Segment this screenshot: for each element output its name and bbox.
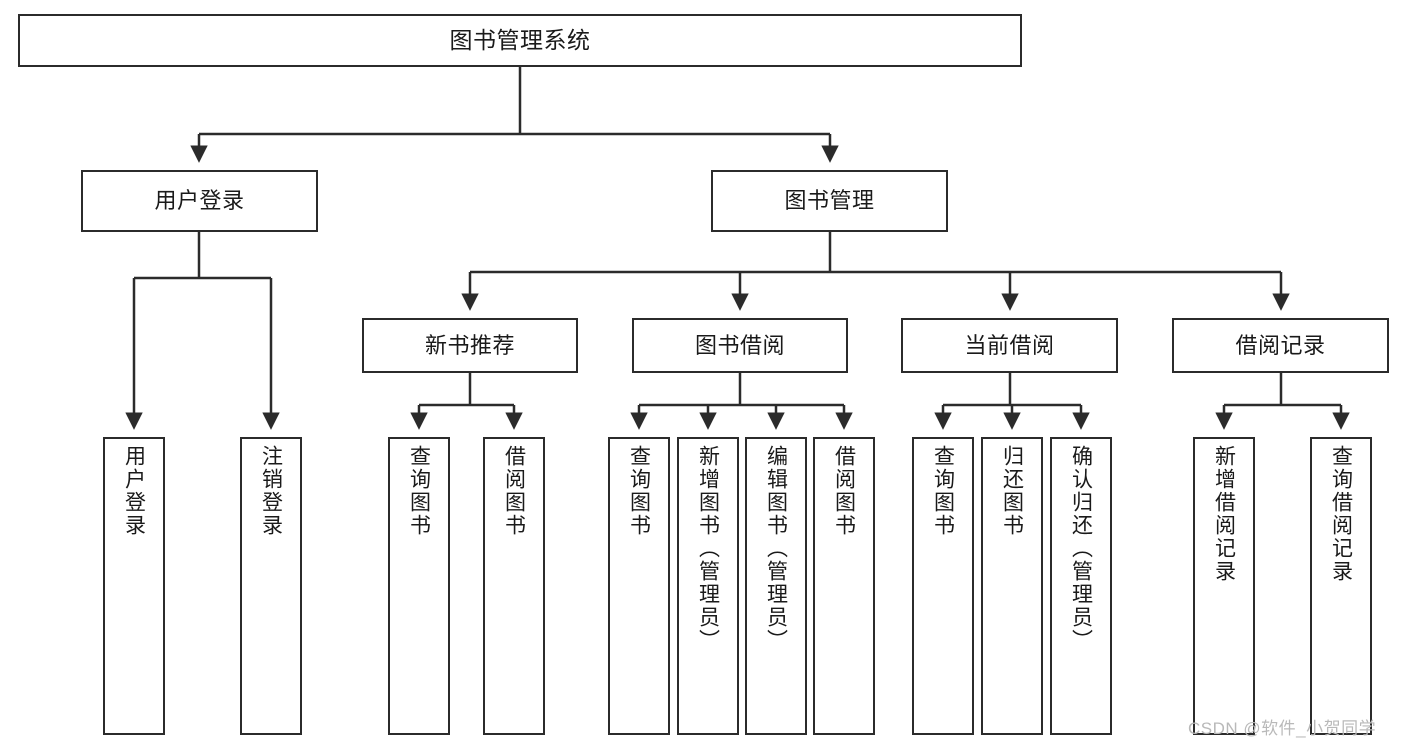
node-label: 新增图书（管理员） [696, 445, 720, 652]
node-leaf-query-book-3[interactable]: 查询图书 [912, 437, 974, 735]
node-leaf-confirm-return[interactable]: 确认归还（管理员） [1050, 437, 1112, 735]
node-book-borrow[interactable]: 图书借阅 [632, 318, 848, 373]
node-label: 借阅图书 [502, 445, 526, 537]
node-label: 查询借阅记录 [1329, 445, 1353, 583]
node-label: 用户登录 [122, 445, 146, 537]
node-leaf-borrow-book-1[interactable]: 借阅图书 [483, 437, 545, 735]
watermark-text: CSDN @软件_小贺同学 [1188, 719, 1377, 738]
node-label: 用户登录 [154, 188, 245, 214]
node-leaf-add-book[interactable]: 新增图书（管理员） [677, 437, 739, 735]
node-leaf-borrow-book-2[interactable]: 借阅图书 [813, 437, 875, 735]
node-leaf-user-login[interactable]: 用户登录 [103, 437, 165, 735]
node-label: 借阅图书 [832, 445, 856, 537]
node-label: 新增借阅记录 [1212, 445, 1236, 583]
node-label: 归还图书 [1000, 445, 1024, 537]
node-label: 确认归还（管理员） [1069, 445, 1093, 652]
node-root-system[interactable]: 图书管理系统 [18, 14, 1022, 67]
node-new-book-recommend[interactable]: 新书推荐 [362, 318, 578, 373]
node-leaf-query-book-1[interactable]: 查询图书 [388, 437, 450, 735]
node-label: 查询图书 [931, 445, 955, 537]
node-label: 当前借阅 [964, 332, 1055, 358]
node-label: 注销登录 [259, 445, 283, 537]
node-label: 图书管理 [784, 188, 875, 214]
node-label: 图书借阅 [694, 332, 785, 358]
node-current-borrow[interactable]: 当前借阅 [901, 318, 1118, 373]
node-leaf-query-book-2[interactable]: 查询图书 [608, 437, 670, 735]
node-label: 查询图书 [627, 445, 651, 537]
node-user-login[interactable]: 用户登录 [81, 170, 318, 232]
node-label: 新书推荐 [424, 332, 515, 358]
node-label: 查询图书 [407, 445, 431, 537]
node-label: 编辑图书（管理员） [764, 445, 788, 652]
node-borrow-record[interactable]: 借阅记录 [1172, 318, 1389, 373]
node-leaf-edit-book[interactable]: 编辑图书（管理员） [745, 437, 807, 735]
node-label: 图书管理系统 [449, 26, 591, 53]
node-label: 借阅记录 [1235, 332, 1326, 358]
node-leaf-return-book[interactable]: 归还图书 [981, 437, 1043, 735]
node-leaf-logout-login[interactable]: 注销登录 [240, 437, 302, 735]
node-leaf-query-record[interactable]: 查询借阅记录 [1310, 437, 1372, 735]
node-book-management[interactable]: 图书管理 [711, 170, 948, 232]
node-leaf-add-record[interactable]: 新增借阅记录 [1193, 437, 1255, 735]
